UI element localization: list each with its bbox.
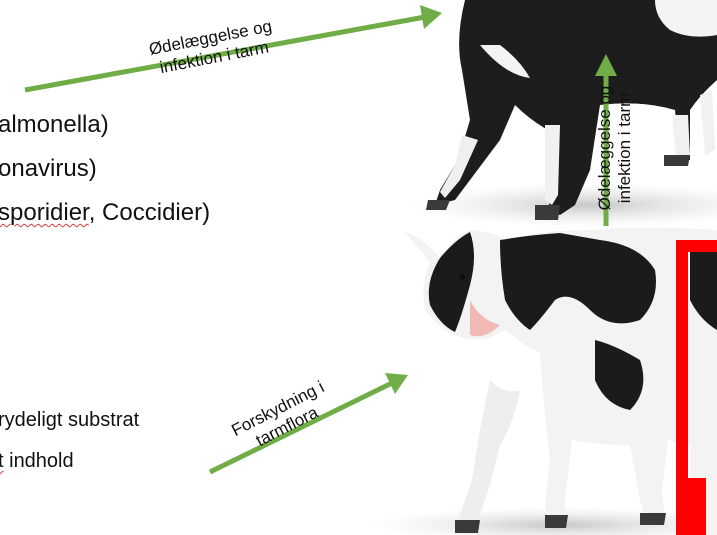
bullet-salmonella: almonella): [0, 111, 109, 139]
bullet-content: t indhold: [0, 450, 74, 473]
top-cow-image: [410, 0, 717, 227]
arrow-vertical-label: Ødelæggelse og infektion i tarm: [595, 73, 635, 223]
bullet-content-rest: indhold: [4, 450, 74, 472]
spell-check-word: sporidier: [0, 199, 89, 226]
bullet-coronavirus: onavirus): [0, 155, 97, 183]
bullet-substrate: rydeligt substrat: [0, 409, 139, 432]
arrow-vertical-label-line2: infektion i tarm: [615, 73, 635, 223]
bullet-parasites: sporidier, Coccidier): [0, 199, 210, 227]
bottom-cow-image: [370, 228, 717, 535]
arrow-vertical-label-line1: Ødelæggelse og: [595, 73, 615, 223]
bullet-parasites-rest: , Coccidier): [89, 199, 210, 226]
